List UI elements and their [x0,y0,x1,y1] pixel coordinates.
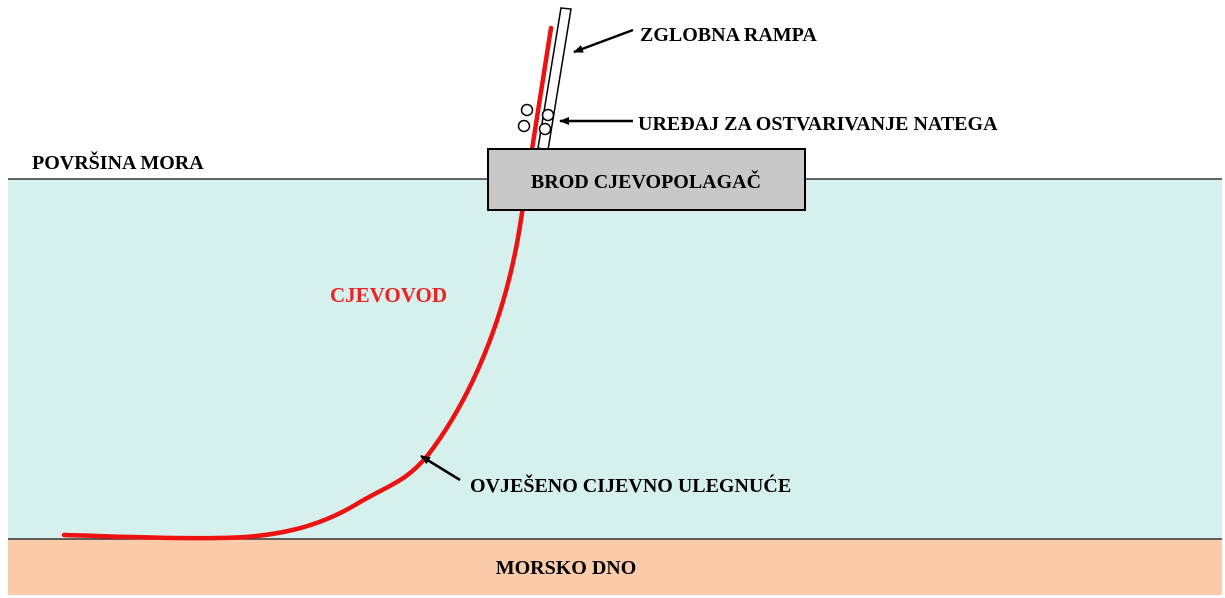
tensioner-roller [517,119,531,133]
tensioner-roller [541,108,555,122]
vessel-hull [487,148,806,211]
vessel-label: BROD CJEVOPOLAGAČ [531,169,761,193]
tensioner-device [517,103,555,136]
ramp-label: ZGLOBNA RAMPA [640,24,817,46]
sagbend-arrow [420,454,461,482]
tensioner-roller [520,103,534,117]
ramp-arrow [573,28,634,54]
tensioner-label: UREĐAJ ZA OSTVARIVANJE NATEGA [638,113,998,135]
sea-body [8,179,1222,539]
sagbend-label: OVJEŠENO CIJEVNO ULEGNUĆE [470,473,791,497]
seabed-label: MORSKO DNO [496,557,637,579]
tensioner-roller [538,122,552,136]
pipeline [61,25,554,541]
pipeline-label: CJEVOVOD [330,283,447,307]
sea-surface-label: POVRŠINA MORA [32,150,204,174]
seabed-block [8,539,1222,595]
